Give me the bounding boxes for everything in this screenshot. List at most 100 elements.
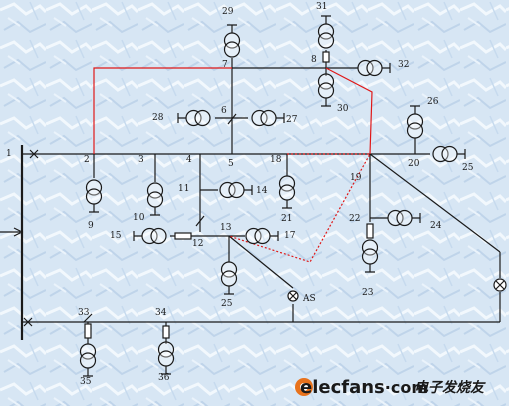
node-label-35: 35 (80, 377, 92, 387)
node-label-9: 9 (88, 221, 94, 231)
transformer-terminal (457, 149, 466, 159)
transformers (79, 15, 466, 377)
node-label-25-lower: 25 (221, 299, 233, 309)
node-label-7: 7 (222, 60, 228, 70)
transformer-9 (85, 179, 103, 213)
transformer-terminal (224, 286, 234, 295)
node-label-12: 12 (192, 239, 203, 249)
transformer-terminal (227, 24, 237, 33)
transformer-25-lower (220, 261, 238, 295)
node-label-25-right: 25 (462, 163, 474, 173)
transformer-26 (406, 105, 424, 139)
node-label-19: 19 (350, 173, 362, 183)
node-label-32: 32 (398, 60, 409, 70)
node-label-24: 24 (430, 221, 442, 231)
node-label-20: 20 (408, 159, 420, 169)
watermark-cn-text: 电子发烧友 (414, 379, 486, 396)
transformer-31 (317, 15, 335, 49)
node-label-30: 30 (337, 104, 349, 114)
transformer-terminal (321, 15, 331, 24)
switch-12 (195, 215, 205, 227)
transformer-27 (251, 109, 285, 127)
red-route-top (93, 67, 232, 154)
transformer-17 (245, 227, 279, 245)
transformer-terminal (382, 63, 391, 73)
node-label-8: 8 (311, 55, 317, 65)
transformer-terminal (282, 200, 292, 209)
tie-line-right (369, 153, 501, 253)
node-label-29: 29 (222, 7, 234, 17)
node-label-6: 6 (221, 106, 227, 116)
node-label-21: 21 (281, 214, 292, 224)
source-label-as: AS (302, 294, 316, 304)
node-label-23: 23 (362, 288, 374, 298)
node-labels: 1 2 3 4 5 6 7 8 9 10 11 12 13 14 15 17 1… (6, 2, 474, 387)
node-label-33: 33 (78, 308, 90, 318)
source-as (287, 290, 299, 302)
transformer-terminal (321, 98, 331, 107)
node-label-3: 3 (138, 155, 144, 165)
node-label-22: 22 (349, 214, 360, 224)
red-route-right (325, 67, 373, 155)
branch-13-as (228, 235, 294, 289)
transformer-terminal (276, 113, 285, 123)
transformer-terminal (161, 366, 171, 375)
watermark-dot-com: ·com (385, 378, 428, 397)
transformer-21 (278, 175, 296, 209)
node-label-5: 5 (228, 159, 234, 169)
node-label-11: 11 (178, 184, 189, 194)
node-label-15: 15 (110, 231, 122, 241)
switch-box-12 (174, 232, 192, 240)
transformer-35 (79, 343, 97, 377)
transformer-terminal (365, 264, 375, 273)
transformer-23 (361, 239, 379, 273)
transformer-terminal (89, 204, 99, 213)
transformer-terminal (412, 213, 421, 223)
highlight-routes (93, 67, 373, 263)
switch-box-34 (162, 325, 170, 339)
transformer-terminal (270, 231, 279, 241)
transformer-30 (317, 73, 335, 107)
node-label-2: 2 (84, 155, 90, 165)
switch-box-8 (322, 51, 330, 63)
transformer-15 (133, 227, 167, 245)
node-label-36: 36 (158, 373, 170, 383)
node-label-27: 27 (286, 115, 298, 125)
node-label-4: 4 (186, 155, 192, 165)
watermark-logo-icon (295, 378, 313, 396)
node-label-10: 10 (133, 213, 145, 223)
transformer-terminal (133, 231, 142, 241)
transformer-terminal (150, 207, 160, 216)
transformer-36 (157, 341, 175, 375)
transformer-terminal (410, 105, 420, 114)
node-label-13: 13 (220, 223, 232, 233)
transformer-terminal (83, 368, 93, 377)
node-label-1: 1 (6, 149, 12, 159)
transformer-14 (219, 181, 253, 199)
node-label-26: 26 (427, 97, 439, 107)
breaker-x-bottom (23, 317, 33, 327)
node-label-18: 18 (270, 155, 282, 165)
breaker-x-top (29, 149, 39, 159)
transformer-29 (223, 24, 241, 58)
source-right (493, 278, 507, 292)
switch-marks (23, 51, 374, 339)
transformer-24 (387, 209, 421, 227)
feeder-lines (0, 50, 501, 344)
transformer-32 (357, 59, 391, 77)
switch-6 (227, 113, 237, 125)
node-label-34: 34 (155, 308, 167, 318)
switch-33 (83, 313, 93, 323)
node-label-14: 14 (256, 186, 268, 196)
node-label-17: 17 (284, 231, 296, 241)
transformer-10 (146, 182, 164, 216)
node-label-28: 28 (152, 113, 164, 123)
incoming-arrow (13, 227, 24, 237)
switch-box-33 (84, 323, 92, 339)
transformer-25 (432, 145, 466, 163)
switch-box-22 (366, 223, 374, 239)
transformer-terminal (244, 185, 253, 195)
